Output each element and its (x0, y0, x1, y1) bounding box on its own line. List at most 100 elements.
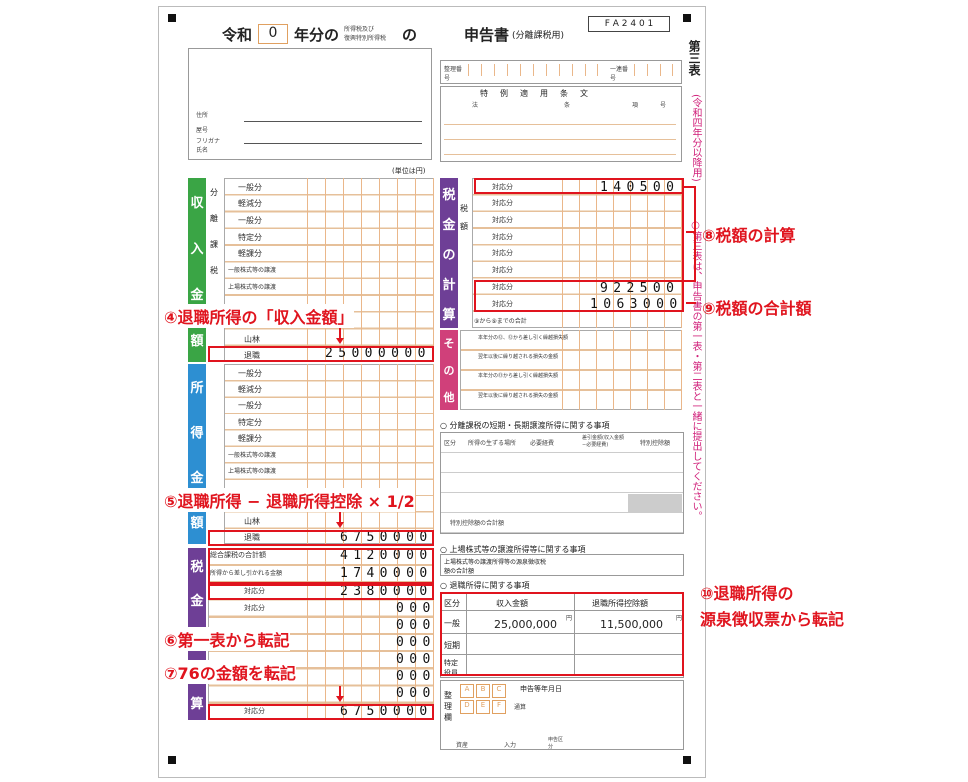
highlight-retire-table (440, 592, 684, 676)
retire-header: 退職所得控除額 (592, 599, 648, 608)
other-cells[interactable] (546, 330, 682, 410)
arrow-line (339, 686, 341, 696)
short-long-table[interactable] (440, 432, 684, 534)
tax-right-label: 対応分 (492, 199, 513, 207)
year-field[interactable]: 0 (258, 24, 288, 44)
annotation-6: ⑥第一表から転記 (164, 627, 290, 651)
shotoku-row-label: 一般株式等の譲渡 (228, 452, 277, 459)
tax-calc-right-label: 税金の計算 (440, 178, 458, 328)
arrow-line (339, 512, 341, 522)
arrow-down (336, 522, 344, 528)
unit-label: (単位は円) (392, 167, 426, 175)
income-row-label: 山林 (244, 335, 260, 344)
tax-calc-right-cells[interactable] (546, 178, 682, 328)
income-cells[interactable] (290, 178, 434, 362)
taxable-77-value[interactable]: 2380000 (340, 584, 433, 599)
shotoku-row-label: 退職 (244, 533, 260, 542)
registration-mark (168, 756, 176, 764)
shotoku-cells[interactable] (290, 364, 434, 544)
shotoku-row-label: 上場株式等の譲渡 (228, 468, 277, 475)
sheet-note: (令和四年分以降用) (690, 94, 701, 182)
other-row-label: 本年分の⑬から差し引く繰越損失額 (478, 373, 559, 379)
tax-right-label: ⑨から⑨までの合計 (474, 318, 527, 325)
article-label: 条 (564, 102, 571, 109)
sogo-total-value[interactable]: 4120000 (340, 548, 433, 563)
retire-header: 区分 (444, 599, 460, 608)
arrow-down (336, 696, 344, 702)
shotoku-row-label: 一般分 (238, 401, 262, 410)
name-label: 氏名 (196, 147, 209, 154)
admin-box (440, 680, 684, 750)
tax-row-label: 所得から差し引かれる金額 (210, 570, 283, 577)
admin-letters[interactable]: A B C (460, 684, 506, 698)
retire-deduction-value[interactable]: 11,500,000 (600, 618, 663, 631)
tax-label: 税額 (460, 204, 468, 231)
admin-item: 資産 (456, 742, 469, 749)
yen-mark: 円 (566, 615, 573, 622)
serial-label: 一連番号 (610, 66, 629, 82)
serial-cells[interactable] (634, 64, 673, 76)
retirement-income-value[interactable]: 25000000 (325, 346, 431, 361)
address-label: 住所 (196, 112, 209, 119)
taxpayer-box (188, 48, 432, 160)
taxable-83-value[interactable]: 000 (396, 686, 436, 701)
tax-calc-left-cells[interactable] (290, 548, 434, 720)
furigana-label: フリガナ (196, 138, 221, 145)
highlight-first-sheet-values (208, 548, 434, 584)
admin-item: 通算 (514, 704, 527, 711)
retire-title: ○ 退職所得に関する事項 (440, 581, 530, 590)
short-long-header: 必要経費 (530, 440, 555, 447)
highlight-retirement-income (208, 346, 434, 362)
reference-box (440, 60, 682, 84)
annotation-5: ⑤退職所得 − 退職所得控除 × 1/2 (164, 488, 415, 512)
taxable-82-value[interactable]: 000 (396, 669, 436, 684)
special-rows[interactable] (444, 110, 676, 156)
income-sub-label: 分離課税 (210, 188, 218, 275)
tax-92-value[interactable]: 1063000 (590, 297, 683, 312)
retirement-shotoku-value[interactable]: 6750000 (340, 530, 433, 545)
special-total-label: 特別控除額の合計額 (450, 520, 505, 527)
tax-type-2: 復興特別所得税 (344, 35, 387, 42)
other-row-label: 翌年以後に繰り越される損失の金額 (478, 393, 559, 399)
income-row-label: 上場株式等の譲渡 (228, 284, 277, 291)
annotation-8: ⑧税額の計算 (702, 226, 796, 245)
retire-divider (440, 610, 682, 611)
tax-91-value[interactable]: 922500 (600, 281, 680, 296)
highlight-85 (474, 178, 684, 194)
address-line[interactable] (244, 121, 422, 122)
tax-85-value[interactable]: 140500 (600, 180, 680, 195)
taxable-80-value[interactable]: 000 (396, 635, 436, 650)
short-long-header: 特別控除額 (640, 440, 671, 447)
form-title-year: 年分の (294, 26, 340, 44)
shotoku-row-label: 特定分 (238, 418, 262, 427)
reference-cells[interactable] (468, 64, 598, 76)
arrow-left-line (686, 231, 696, 233)
short-long-header: 差引金額(収入金額−必要経費) (582, 435, 624, 448)
highlight-84 (208, 704, 434, 720)
retire-row-label: 一般 (444, 619, 460, 628)
short-long-title: ○ 分離課税の短期・長期譲渡所得に関する事項 (440, 421, 610, 430)
name-line[interactable] (244, 143, 422, 144)
shotoku-section-label: 所得金額 (188, 364, 206, 544)
deduction-total-value[interactable]: 1740000 (340, 566, 433, 581)
taxable-79-value[interactable]: 000 (396, 618, 436, 633)
yen-mark: 円 (676, 615, 683, 622)
shotoku-row-label: 山林 (244, 517, 260, 526)
taxable-78-value[interactable]: 000 (396, 601, 436, 616)
taxable-81-value[interactable]: 000 (396, 652, 436, 667)
short-long-header: 区分 (444, 440, 457, 447)
shotoku-row-label: 軽減分 (238, 385, 262, 394)
taxable-84-value[interactable]: 6750000 (340, 704, 433, 719)
retire-col-divider (466, 592, 467, 676)
registration-mark (168, 14, 176, 22)
tax-right-label: 対応分 (492, 300, 513, 308)
short-long-header: 所得の生ずる場所 (468, 440, 517, 447)
listed-table[interactable] (440, 554, 684, 576)
retire-divider (440, 654, 682, 655)
income-row-label: 一般分 (238, 183, 262, 192)
special-provisions-box (440, 86, 682, 162)
side-note: ○第三表は、申告書の第一表・第二表と一緒に提出してください。 (690, 220, 701, 521)
retire-income-value[interactable]: 25,000,000 (494, 618, 557, 631)
form-title-no: の (402, 26, 418, 44)
admin-letters-2[interactable]: D E F (460, 700, 506, 714)
